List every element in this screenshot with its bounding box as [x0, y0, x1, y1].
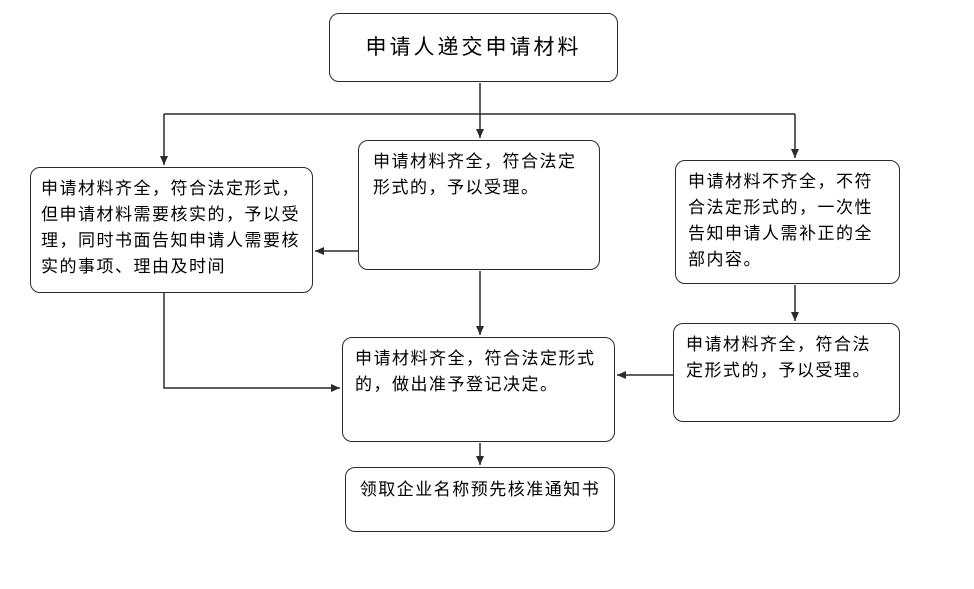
node-accept-after-correction-label: 申请材料齐全，符合法定形式的，予以受理。 — [686, 335, 871, 381]
node-approve-registration-decision: 申请材料齐全，符合法定形式的，做出准予登记决定。 — [342, 337, 615, 442]
node-approve-registration-decision-label: 申请材料齐全，符合法定形式的，做出准予登记决定。 — [355, 349, 596, 395]
node-accept-complete: 申请材料齐全，符合法定形式的，予以受理。 — [358, 140, 600, 270]
node-accept-with-verification: 申请材料齐全，符合法定形式，但申请材料需要核实的，予以受理，同时书面告知申请人需… — [30, 167, 313, 293]
node-accept-with-verification-label: 申请材料齐全，符合法定形式，但申请材料需要核实的，予以受理，同时书面告知申请人需… — [41, 179, 300, 277]
node-accept-complete-label: 申请材料齐全，符合法定形式的，予以受理。 — [373, 152, 577, 198]
node-receive-preapproval-notice: 领取企业名称预先核准通知书 — [345, 467, 615, 532]
node-receive-preapproval-notice-label: 领取企业名称预先核准通知书 — [359, 480, 601, 500]
node-submit-application: 申请人递交申请材料 — [329, 13, 618, 82]
node-accept-after-correction: 申请材料齐全，符合法定形式的，予以受理。 — [673, 323, 900, 422]
connector-left-to-decision — [163, 292, 340, 392]
node-submit-application-label: 申请人递交申请材料 — [365, 35, 582, 59]
node-incomplete-notify-correction-label: 申请材料不齐全，不符合法定形式的，一次性告知申请人需补正的全部内容。 — [688, 172, 873, 270]
node-incomplete-notify-correction: 申请材料不齐全，不符合法定形式的，一次性告知申请人需补正的全部内容。 — [675, 160, 900, 284]
